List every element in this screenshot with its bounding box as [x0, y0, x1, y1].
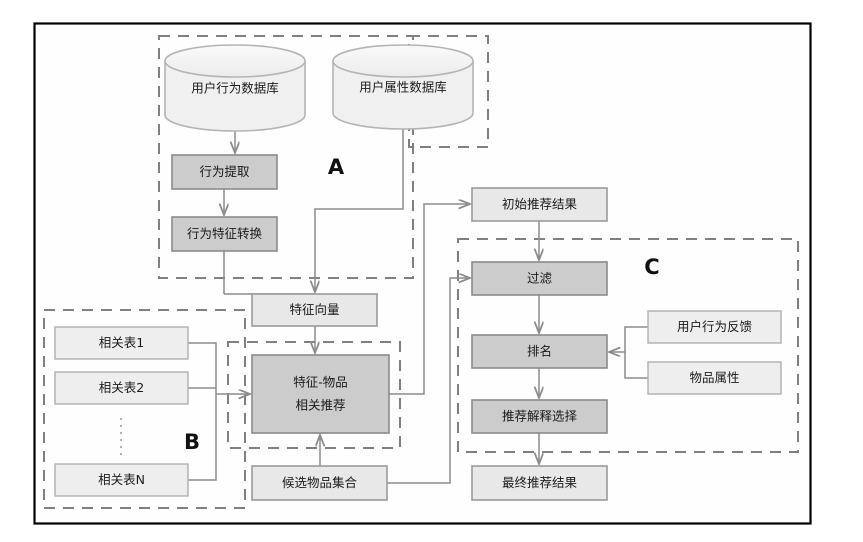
node-label: 物品属性 — [689, 370, 739, 385]
edge-db2-featvec — [315, 129, 404, 292]
node-label: 行为特征转换 — [187, 226, 263, 241]
node-explain-select[interactable]: 推荐解释选择 — [471, 399, 608, 434]
node-db-user-attribute[interactable]: 用户属性数据库 — [332, 44, 474, 130]
node-ranking[interactable]: 排名 — [471, 334, 608, 369]
group-label-c: C — [644, 255, 659, 279]
node-filter[interactable]: 过滤 — [471, 261, 608, 296]
edge-rec-initial — [389, 204, 470, 395]
node-label: 用户属性数据库 — [359, 80, 447, 95]
node-feature-item-rec[interactable]: 特征-物品 相关推荐 — [251, 354, 390, 434]
edge-itemattr-ranking — [624, 352, 648, 379]
edge-feedback-ranking — [609, 326, 648, 352]
group-box-C — [457, 238, 799, 453]
node-relation-table-1[interactable]: 相关表1 — [54, 326, 189, 360]
node-label: 排名 — [527, 344, 552, 359]
edge-table1-bus — [188, 342, 217, 394]
node-relation-table-n[interactable]: 相关表N — [54, 463, 189, 497]
node-behavior-transform[interactable]: 行为特征转换 — [171, 216, 278, 252]
node-label-line2: 相关推荐 — [295, 398, 345, 413]
node-label: 初始推荐结果 — [502, 197, 578, 212]
node-label: 候选物品集合 — [282, 475, 358, 490]
node-final-result[interactable]: 最终推荐结果 — [471, 465, 608, 501]
node-label: 特征向量 — [289, 302, 339, 317]
node-label: 相关表1 — [99, 335, 144, 350]
node-label: 相关表N — [98, 472, 145, 487]
edge-tablen-bus — [188, 394, 217, 481]
node-db-user-behavior[interactable]: 用户行为数据库 — [164, 44, 306, 132]
node-feature-vector[interactable]: 特征向量 — [251, 293, 378, 327]
node-behavior-extract[interactable]: 行为提取 — [171, 154, 278, 190]
node-label: 最终推荐结果 — [502, 475, 578, 490]
node-label-line1: 特征-物品 — [293, 375, 348, 390]
edge-candidate-filter — [387, 278, 470, 484]
group-label-b: B — [184, 430, 200, 454]
group-box-B — [43, 309, 246, 509]
node-initial-result[interactable]: 初始推荐结果 — [471, 187, 608, 222]
node-label: 推荐解释选择 — [502, 409, 578, 424]
node-label: 行为提取 — [199, 164, 250, 179]
group-label-a: A — [328, 155, 345, 179]
node-item-attribute[interactable]: 物品属性 — [647, 361, 782, 395]
node-label: 用户行为数据库 — [191, 81, 279, 96]
connectors — [188, 129, 648, 484]
node-relation-table-2[interactable]: 相关表2 — [54, 371, 189, 405]
node-candidate-set[interactable]: 候选物品集合 — [251, 465, 388, 501]
node-label: 过滤 — [527, 271, 553, 286]
node-label: 相关表2 — [99, 380, 144, 395]
node-user-feedback[interactable]: 用户行为反馈 — [647, 310, 782, 344]
node-label: 用户行为反馈 — [677, 319, 752, 334]
